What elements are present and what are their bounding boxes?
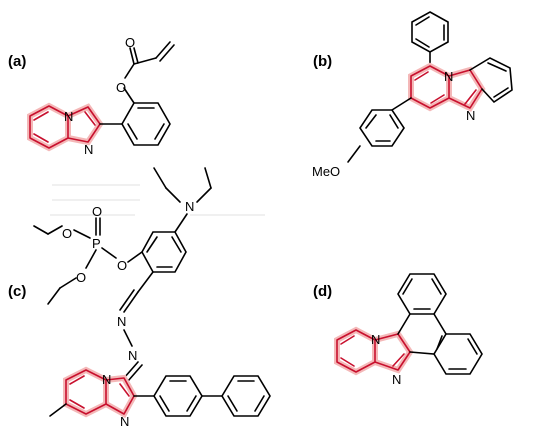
panel-label-a: (a) [8, 53, 26, 70]
atom-n1-a: N [64, 109, 73, 124]
panel-d: (d) N N [313, 273, 483, 387]
faint-artifacts [50, 184, 265, 216]
atom-o1-c: O [62, 226, 72, 241]
phenanthrene-right-ring-d [433, 333, 483, 375]
panel-label-c: (c) [8, 283, 26, 300]
atom-n1-c: N [102, 372, 111, 387]
atom-o-carbonyl-a: O [125, 35, 135, 50]
benzene-ring-c [141, 231, 187, 273]
atom-n1-d: N [371, 332, 380, 347]
imidazopyridine-core-c [63, 366, 138, 419]
benzo-ring-b [469, 57, 513, 104]
imidazopyridine-core-a [27, 102, 104, 152]
phenanthrene-upper-ring-d [397, 273, 447, 315]
phenanthrene-center-d [397, 313, 447, 355]
pyridobenzimidazole-core-b [408, 62, 486, 112]
panel-label-b: (b) [313, 53, 332, 70]
panel-a: (a) N N O O [8, 35, 175, 157]
phenyl-ring-a [121, 102, 171, 146]
atom-o-ester-a: O [116, 80, 126, 95]
panel-c: (c) N O P O O O N [8, 167, 271, 429]
atom-n-h1-c: N [117, 314, 126, 329]
atom-meo-b: MeO [312, 164, 340, 179]
atom-n-h2-c: N [128, 348, 137, 363]
phenyl-ring-top-b [411, 11, 449, 53]
panel-label-d: (d) [313, 283, 332, 300]
biphenyl-ring1-c [153, 375, 203, 417]
atom-n2-c: N [120, 414, 129, 429]
atom-o-dbl-c: O [92, 204, 102, 219]
panel-b: (b) N N [312, 11, 513, 179]
atom-p-c: P [92, 236, 101, 251]
methoxyphenyl-ring-b [359, 109, 405, 147]
atom-o2-c: O [76, 270, 86, 285]
biphenyl-ring2-c [221, 375, 271, 417]
atom-n2-b: N [466, 108, 475, 123]
atom-o3-c: O [117, 258, 127, 273]
atom-n-amine-c: N [185, 199, 194, 214]
atom-n1-b: N [444, 69, 453, 84]
atom-n2-a: N [84, 142, 93, 157]
atom-n2-d: N [392, 372, 401, 387]
